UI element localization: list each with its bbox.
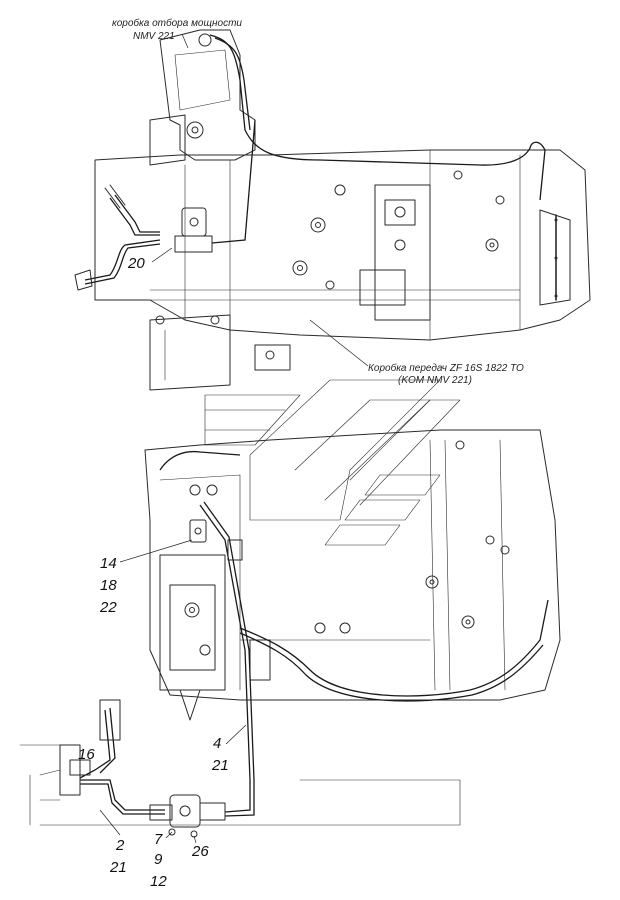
watermark-logo — [204, 379, 461, 546]
callout-12: 12 — [150, 873, 167, 890]
callout-7: 7 — [154, 831, 163, 848]
gearbox-label-line2: (KOM NMV 221) — [398, 375, 472, 386]
pto-label-line1: коробка отбора мощности — [112, 17, 242, 29]
pto-leader — [181, 33, 189, 49]
gearbox-label-line1: Коробка передач ZF 16S 1822 TO — [368, 362, 524, 374]
callout-9: 9 — [154, 851, 163, 868]
callout-21-upper: 21 — [211, 757, 229, 774]
callout-20: 20 — [127, 255, 145, 272]
pto-label-line2: NMV 221 — [133, 31, 175, 42]
callout-26: 26 — [191, 843, 209, 860]
upper-assembly — [74, 29, 591, 391]
callout-21-lower: 21 — [109, 859, 127, 876]
callout-2: 2 — [115, 837, 125, 854]
lower-assembly — [19, 429, 561, 838]
callout-4: 4 — [213, 735, 221, 752]
callout-16: 16 — [78, 746, 95, 763]
callout-22: 22 — [99, 599, 117, 616]
callout-14: 14 — [100, 555, 117, 572]
callout-18: 18 — [100, 577, 117, 594]
gearbox-leader — [309, 319, 369, 367]
